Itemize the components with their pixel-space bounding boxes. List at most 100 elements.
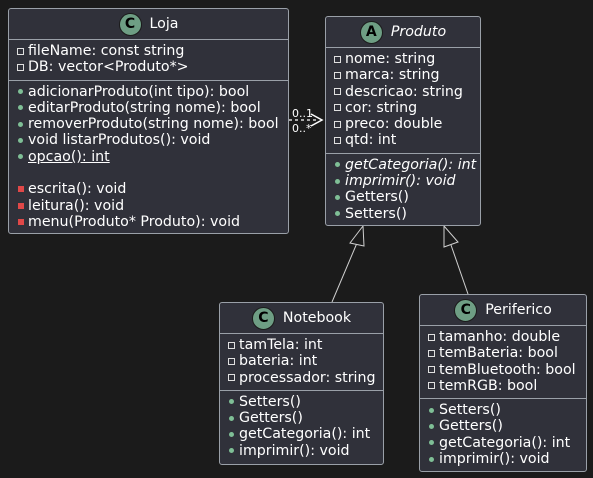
method-text: Getters() <box>239 410 303 427</box>
inheritance-line-periferico <box>450 244 469 295</box>
method-row: opcao(): int <box>9 149 288 165</box>
method-row: menu(Produto* Produto): void <box>9 214 288 230</box>
private-field-icon <box>425 329 438 345</box>
field-row: preco: double <box>326 116 480 132</box>
method-row: getCategoria(): int <box>220 426 383 442</box>
private-field-icon <box>331 100 344 116</box>
public-method-icon <box>225 394 238 410</box>
method-row: void listarProdutos(): void <box>9 132 288 148</box>
method-row: escrita(): void <box>9 181 288 197</box>
field-text: tamTela: int <box>239 337 323 353</box>
field-row: temBateria: bool <box>420 345 586 361</box>
method-text: opcao(): int <box>28 148 110 165</box>
field-row: temRGB: bool <box>420 378 586 394</box>
method-row: imprimir(): void <box>420 451 586 467</box>
method-text: adicionarProduto(int tipo): bool <box>28 83 250 100</box>
field-row: fileName: const string <box>9 43 288 59</box>
method-text: Setters() <box>239 393 301 410</box>
field-row: qtd: int <box>326 132 480 148</box>
private-method-icon <box>14 214 27 230</box>
field-text: tamanho: double <box>439 329 561 345</box>
method-row: editarProduto(string nome): bool <box>9 100 288 116</box>
private-field-icon <box>425 378 438 394</box>
public-method-icon <box>14 149 27 165</box>
method-text: removerProduto(string nome): bool <box>28 116 279 133</box>
private-field-icon <box>225 337 238 353</box>
method-text: Setters() <box>345 205 407 222</box>
class-type-badge-icon: C <box>251 306 275 330</box>
public-method-icon <box>425 435 438 451</box>
method-row: getCategoria(): int <box>326 157 480 173</box>
field-text: marca: string <box>345 67 440 84</box>
field-text: cor: string <box>345 99 418 116</box>
method-row: imprimir(): void <box>220 443 383 459</box>
field-row: tamTela: int <box>220 337 383 353</box>
field-text: nome: string <box>345 51 436 67</box>
field-text: processador: string <box>239 369 376 386</box>
private-field-icon <box>225 370 238 386</box>
method-text: void listarProdutos(): void <box>28 132 211 149</box>
public-method-icon <box>14 116 27 132</box>
class-header: C Notebook <box>220 303 383 334</box>
method-text: Getters() <box>345 189 409 206</box>
method-text: getCategoria(): int <box>239 426 371 443</box>
method-row: Getters() <box>326 189 480 205</box>
association-arrowhead <box>310 113 324 127</box>
field-row: processador: string <box>220 370 383 386</box>
method-text: escrita(): void <box>28 181 127 198</box>
class-type-badge-icon: A <box>359 20 383 44</box>
public-method-icon <box>225 426 238 442</box>
private-field-icon <box>331 132 344 148</box>
method-row: leitura(): void <box>9 198 288 214</box>
class-name: Notebook <box>282 309 352 326</box>
field-text: temBateria: bool <box>439 345 558 362</box>
public-method-icon <box>331 173 344 189</box>
field-text: preco: double <box>345 116 443 133</box>
method-group-spacer <box>9 165 288 181</box>
association-label-bottom: 0..* <box>292 122 312 135</box>
field-row: temBluetooth: bool <box>420 362 586 378</box>
method-text: Getters() <box>439 418 503 435</box>
association-label-top: 0..1 <box>292 107 313 120</box>
private-method-icon <box>14 198 27 214</box>
public-method-icon <box>14 132 27 148</box>
method-row: Setters() <box>326 206 480 222</box>
method-row: adicionarProduto(int tipo): bool <box>9 84 288 100</box>
field-text: temBluetooth: bool <box>439 361 576 378</box>
private-field-icon <box>331 51 344 67</box>
private-field-icon <box>14 59 27 75</box>
field-text: fileName: const string <box>28 43 185 59</box>
field-row: cor: string <box>326 100 480 116</box>
private-field-icon <box>331 84 344 100</box>
method-text: menu(Produto* Produto): void <box>28 213 241 230</box>
method-text: Setters() <box>439 402 501 419</box>
public-method-icon <box>14 84 27 100</box>
class-type-badge-icon: C <box>118 12 142 36</box>
class-name: Periferico <box>485 301 552 318</box>
private-method-icon <box>14 181 27 197</box>
method-row: getCategoria(): int <box>420 435 586 451</box>
public-method-icon <box>14 100 27 116</box>
class-type-badge-icon: C <box>454 298 478 322</box>
method-row: Getters() <box>220 410 383 426</box>
field-text: qtd: int <box>345 132 397 149</box>
method-text: imprimir(): void <box>345 173 456 190</box>
method-text: getCategoria(): int <box>439 434 571 451</box>
public-method-icon <box>225 410 238 426</box>
private-field-icon <box>331 67 344 83</box>
inheritance-arrowhead-notebook <box>349 224 365 247</box>
private-field-icon <box>425 362 438 378</box>
private-field-icon <box>225 353 238 369</box>
inheritance-arrowhead-periferico <box>443 224 459 248</box>
